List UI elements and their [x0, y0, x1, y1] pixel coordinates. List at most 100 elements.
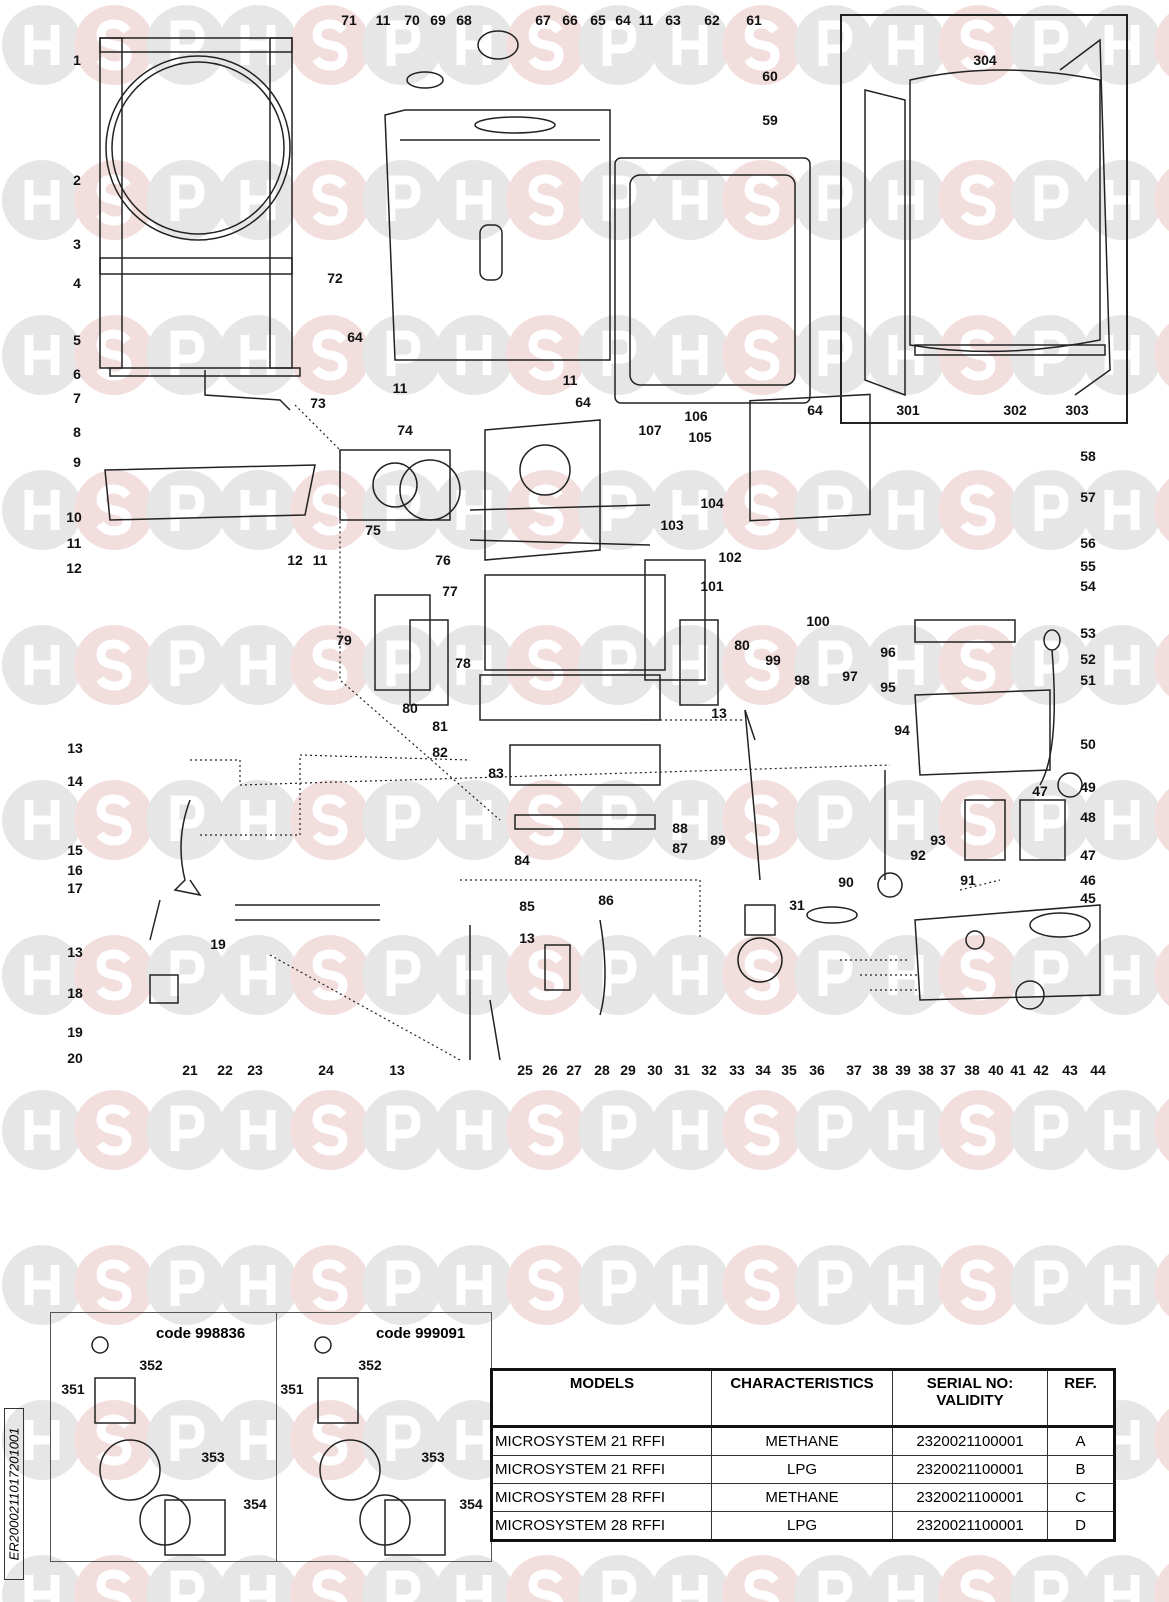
part-label: 91: [960, 872, 976, 888]
part-label: 33: [729, 1062, 745, 1078]
cell-characteristics: METHANE: [711, 1483, 893, 1512]
part-label: 11: [638, 12, 654, 28]
watermark-logo: [1082, 780, 1162, 860]
part-label: 51: [1080, 672, 1096, 688]
part-label: 83: [488, 765, 504, 781]
watermark-logo: [578, 1090, 658, 1170]
part-label: 63: [665, 12, 681, 28]
watermark-logo: [2, 1090, 82, 1170]
cell-serial: 2320021100001: [892, 1426, 1048, 1456]
part-label: 301: [896, 402, 920, 418]
part-label: 100: [806, 613, 830, 629]
watermark-logo: [74, 160, 154, 240]
part-label: 11: [66, 535, 82, 551]
watermark-logo: [650, 315, 730, 395]
part-label: 67: [535, 12, 551, 28]
part-label: 105: [688, 429, 712, 445]
part-label: 10: [66, 509, 82, 525]
part-label: 77: [442, 583, 458, 599]
part-label: 47: [1080, 847, 1096, 863]
part-label: 74: [397, 422, 413, 438]
header-characteristics: CHARACTERISTICS: [711, 1369, 893, 1428]
part-label: 64: [615, 12, 631, 28]
watermark-logo: [722, 5, 802, 85]
watermark-logo: [506, 935, 586, 1015]
part-label: 78: [455, 655, 471, 671]
part-label: 107: [638, 422, 662, 438]
watermark-logo: [146, 1245, 226, 1325]
watermark-logo: [722, 780, 802, 860]
watermark-logo: [218, 1400, 298, 1480]
part-label: 103: [660, 517, 684, 533]
part-label: 9: [73, 454, 81, 470]
watermark-logo: [1010, 160, 1090, 240]
part-label: 15: [67, 842, 83, 858]
combustion-chamber: [384, 30, 811, 404]
part-label: 8: [73, 424, 81, 440]
document-id-box: ER2000211017201001: [4, 1408, 24, 1580]
watermark-logo: [866, 780, 946, 860]
watermark-logo: [218, 935, 298, 1015]
part-label: 41: [1010, 1062, 1026, 1078]
watermark-logo: [1154, 943, 1169, 1007]
watermark-logo: [290, 1555, 370, 1602]
part-label: 69: [430, 12, 446, 28]
watermark-logo: [506, 625, 586, 705]
watermark-logo: [2, 160, 82, 240]
part-label: 39: [895, 1062, 911, 1078]
watermark-logo: [146, 160, 226, 240]
part-label: 76: [435, 552, 451, 568]
watermark-logo: [74, 1245, 154, 1325]
part-label: 53: [1080, 625, 1096, 641]
part-label: 11: [562, 372, 578, 388]
watermark-logo: [650, 160, 730, 240]
watermark-logo: [218, 470, 298, 550]
part-label: 29: [620, 1062, 636, 1078]
watermark-logo: [866, 1090, 946, 1170]
watermark-logo: [290, 935, 370, 1015]
watermark-logo: [1154, 788, 1169, 852]
watermark-logo: [362, 1400, 442, 1480]
watermark-logo: [1154, 633, 1169, 697]
watermark-logo: [866, 470, 946, 550]
watermark-logo: [650, 780, 730, 860]
part-label: 23: [247, 1062, 263, 1078]
part-label: 48: [1080, 809, 1096, 825]
part-label: 80: [402, 700, 418, 716]
watermark-logo: [578, 935, 658, 1015]
cell-ref: B: [1047, 1455, 1115, 1484]
watermark-logo: [1154, 1563, 1169, 1602]
part-label: 59: [762, 112, 778, 128]
watermark-logo: [1082, 1245, 1162, 1325]
watermark-logo: [794, 935, 874, 1015]
part-label: 88: [672, 820, 688, 836]
watermark-logo: [1154, 1408, 1169, 1472]
watermark-logo: [794, 780, 874, 860]
part-label: 92: [910, 847, 926, 863]
watermark-logo: [938, 1555, 1018, 1602]
part-label: 4: [73, 275, 81, 291]
part-label: 1: [73, 52, 81, 68]
watermark-logo: [1010, 1090, 1090, 1170]
watermark-logo: [146, 780, 226, 860]
part-label: 50: [1080, 736, 1096, 752]
part-label: 61: [746, 12, 762, 28]
watermark-logo: [2, 1245, 82, 1325]
part-label: 14: [67, 773, 83, 789]
watermark-logo: [938, 935, 1018, 1015]
part-label: 32: [701, 1062, 717, 1078]
part-label: 102: [718, 549, 742, 565]
inset-drawing: [91, 1336, 446, 1556]
part-label: 22: [217, 1062, 233, 1078]
part-label: 35: [781, 1062, 797, 1078]
watermark-logo: [578, 470, 658, 550]
part-label: 47: [1032, 783, 1048, 799]
part-label: 6: [73, 366, 81, 382]
part-label: 72: [327, 270, 343, 286]
part-label: 302: [1003, 402, 1027, 418]
casing-panel: [864, 38, 1111, 397]
watermark-logo: [218, 1555, 298, 1602]
